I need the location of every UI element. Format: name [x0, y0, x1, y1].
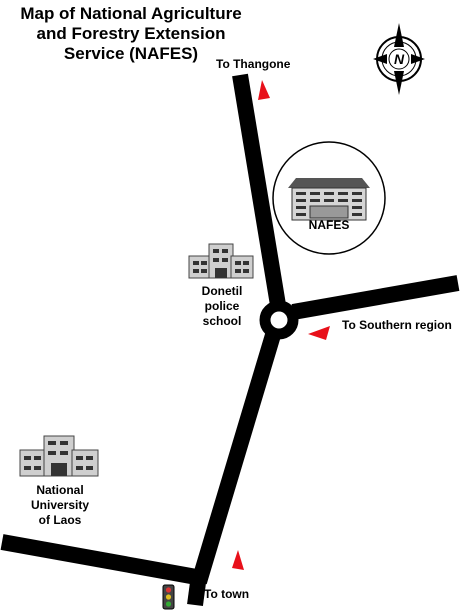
direction-arrow-icon [258, 80, 270, 100]
nafes-marker [272, 141, 386, 255]
direction-arrows [232, 80, 330, 570]
road-east [291, 275, 460, 320]
road-west [0, 534, 204, 586]
map-title-line: and Forestry Extension [36, 24, 226, 43]
compass-icon [373, 23, 425, 95]
roundabout [259, 300, 299, 340]
label-donetil-police-school: Donetil police school [189, 284, 255, 329]
direction-arrow-icon [308, 326, 330, 340]
label-line: University [30, 498, 90, 512]
label-line: National [36, 483, 84, 497]
direction-arrow-icon [232, 550, 244, 570]
road-network [0, 73, 460, 607]
road-south [191, 332, 281, 585]
label-line: school [202, 314, 242, 328]
label-line: of Laos [38, 513, 82, 527]
road-south-end [187, 573, 207, 607]
label-to-town: To town [204, 587, 250, 601]
building-icon [188, 243, 254, 279]
label-line: police [204, 299, 240, 313]
road-north [232, 73, 286, 307]
label-to-southern-region: To Southern region [342, 318, 452, 332]
map-title: Map of National Agriculture and Forestry… [6, 4, 256, 64]
compass-letter: N [394, 51, 405, 67]
building-icon [288, 178, 370, 221]
label-national-university-of-laos: National University of Laos [20, 483, 100, 528]
building-icon [19, 435, 99, 477]
map-title-line: Map of National Agriculture [20, 4, 242, 23]
map-title-line: Service (NAFES) [63, 44, 199, 63]
label-line: Donetil [201, 284, 243, 298]
traffic-light-icon [162, 584, 175, 610]
label-to-thangone: To Thangone [216, 57, 291, 71]
label-nafes: NAFES [308, 218, 350, 232]
